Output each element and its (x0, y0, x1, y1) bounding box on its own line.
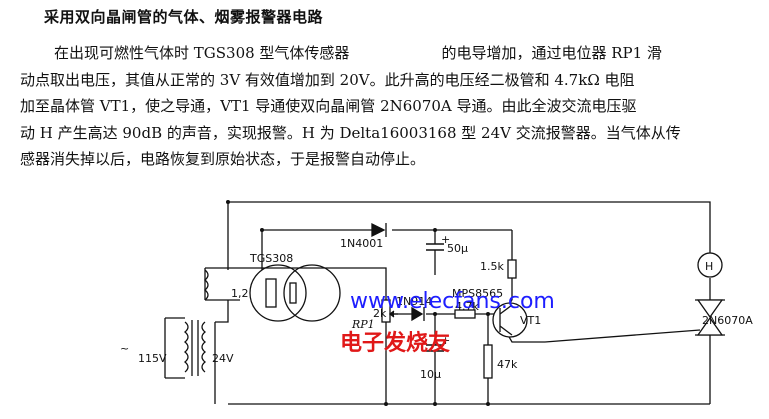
resistor-47k-symbol (483, 344, 493, 379)
watermark-cn: 电子发烧友 (340, 330, 450, 356)
paragraph-line-2: 动点取出电压，其值从正常的 3V 有效值增加到 20V。此升高的电压经二极管和 … (20, 70, 635, 89)
article-title: 采用双向晶闸管的气体、烟雾报警器电路 (44, 8, 324, 26)
sensor-pins-label: 1,2 (231, 287, 249, 300)
diode-1n4001-symbol (371, 222, 387, 238)
diode-1n914-symbol (411, 306, 425, 322)
left-feed-wires (227, 202, 263, 270)
paragraph-line-1b: 的电导增加，通过电位器 RP1 滑 (441, 44, 662, 62)
paragraph-line-3: 加至晶体管 VT1，使之导通，VT1 导通使双向晶闸管 2N6070A 导通。由… (20, 97, 637, 115)
triac-symbol (544, 299, 725, 343)
primary-wire (164, 317, 185, 379)
secondary-label: 24V (212, 352, 234, 365)
cap2-plus: + (441, 334, 450, 347)
paragraph-line-1a: 在出现可燃性气体时 TGS308 型气体传感器 (54, 44, 350, 62)
resistor-4k7-symbol (454, 309, 476, 319)
capacitor-10u-symbol (426, 344, 444, 352)
junction-dots (226, 200, 490, 406)
watermark-url: www.elecfans.com (350, 289, 555, 314)
vt1-transistor-symbol (492, 302, 528, 338)
circuit-diagram: H (120, 200, 753, 406)
gas-sensor-symbol (249, 264, 341, 322)
cap1-label: 50μ (447, 242, 468, 255)
top-rail-wire (228, 201, 711, 253)
vt1-label: VT1 (520, 314, 541, 327)
res2-label: 4.7k (455, 300, 479, 313)
res1-label: 1.5k (480, 260, 504, 273)
pot-name-label: RP1 (351, 318, 375, 331)
diode2-label: 1N914 (396, 295, 432, 308)
resistor-1k5-symbol (507, 259, 517, 279)
triac-label: 2N6070A (702, 314, 753, 327)
pot-wire (340, 267, 387, 404)
description-paragraph: 在出现可燃性气体时 TGS308 型气体传感器 的电导增加，通过电位器 RP1 滑… (20, 40, 760, 173)
horn-symbol: H (697, 252, 723, 278)
diode1-label: 1N4001 (340, 237, 383, 250)
potentiometer-symbol (381, 299, 398, 323)
sensor-label: TGS308 (249, 252, 293, 265)
transformer-symbol (183, 269, 209, 376)
paragraph-line-1: 在出现可燃性气体时 TGS308 型气体传感器 的电导增加，通过电位器 RP1 滑 (20, 40, 760, 67)
secondary-wire (214, 300, 229, 404)
paragraph-line-4: 动 H 产生高达 90dB 的声音，实现报警。H 为 Delta16003168… (20, 123, 681, 142)
capacitor-50u-symbol (426, 243, 444, 251)
horn-label: H (705, 260, 713, 273)
sensor-frame-wire (204, 267, 340, 301)
mains-label: 115V (138, 352, 167, 365)
cap1-plus: + (441, 233, 450, 246)
cap2-label: 10μ (420, 368, 441, 381)
res3-label: 47k (497, 358, 518, 371)
tilde-symbol: ~ (120, 342, 129, 355)
paragraph-line-5: 感器消失掉以后，电路恢复到原始状态，于是报警自动停止。 (20, 150, 426, 168)
pot-value-label: 2k (373, 307, 387, 320)
transistor-model-label: MPS8565 (452, 287, 503, 300)
